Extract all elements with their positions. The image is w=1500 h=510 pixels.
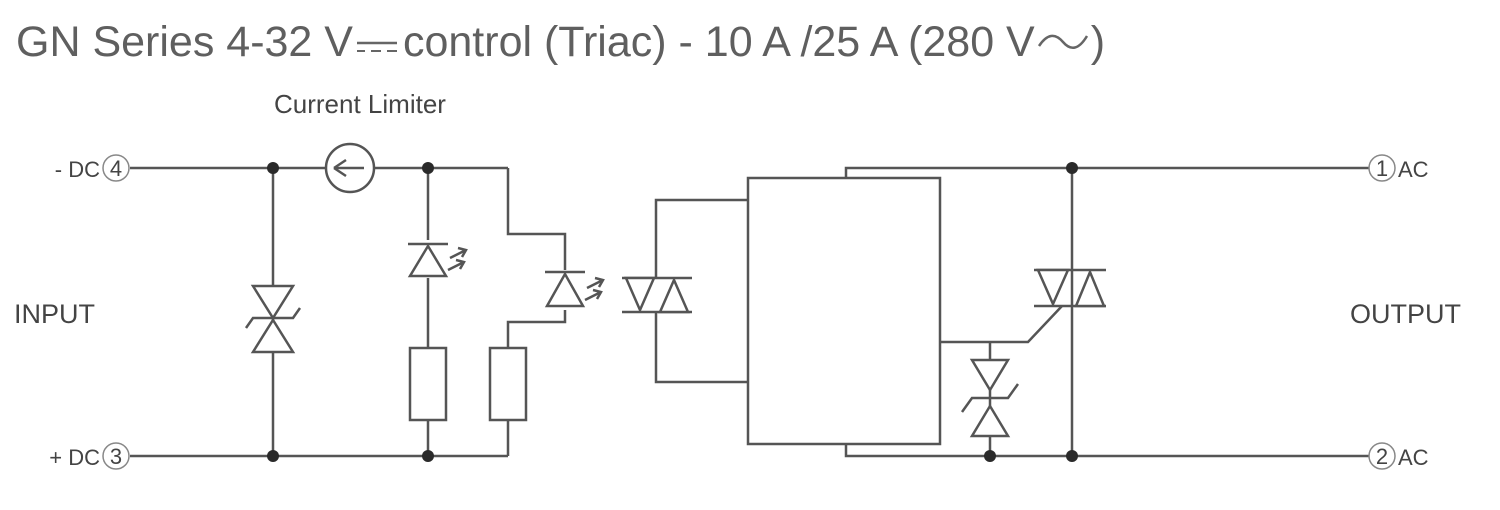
minus-dc-label: - DC [55,157,100,182]
title-series: GN Series 4-32 V [16,18,353,66]
terminal-1: 1 [1368,154,1396,182]
junction-dot [422,450,434,462]
gate-tvs-diode-icon [960,358,1020,438]
tvs-diode-icon [244,284,302,354]
title-control: control (Triac) - 10 A /25 A (280 V [402,18,1035,66]
ac-voltage-icon [1037,30,1089,56]
terminal-number: 3 [110,444,122,469]
output-label: OUTPUT [1350,299,1461,329]
junction-dot [984,450,996,462]
input-label: INPUT [14,299,95,329]
wires [130,166,1370,458]
junction-dot [1066,450,1078,462]
dc-voltage-icon [355,34,399,56]
terminal-number: 2 [1376,444,1388,469]
terminal-2: 2 [1368,442,1396,470]
ac-bottom-label: AC [1398,445,1429,470]
optocoupler-led-icon [544,270,605,308]
terminal-number: 1 [1376,156,1388,181]
photo-triac-icon [622,276,692,314]
diagram-title: GN Series 4-32 V control (Triac) - 10 A /… [16,14,1105,70]
junction-dot [1066,162,1078,174]
ac-top-label: AC [1398,157,1429,182]
current-limiter-label: Current Limiter [274,89,446,119]
terminal-number: 4 [110,156,122,181]
junction-dot [422,162,434,174]
junction-dots [267,162,1078,462]
power-triac-icon [1034,268,1106,308]
terminal-3: 3 [102,442,130,470]
terminal-4: 4 [102,154,130,182]
resistor-icon [408,346,448,422]
junction-dot [267,450,279,462]
indicator-led-icon [407,242,468,278]
title-close: ) [1090,18,1106,66]
junction-dot [267,162,279,174]
current-limiter-icon [324,142,376,194]
plus-dc-label: + DC [49,445,100,470]
resistor-icon [488,346,528,422]
